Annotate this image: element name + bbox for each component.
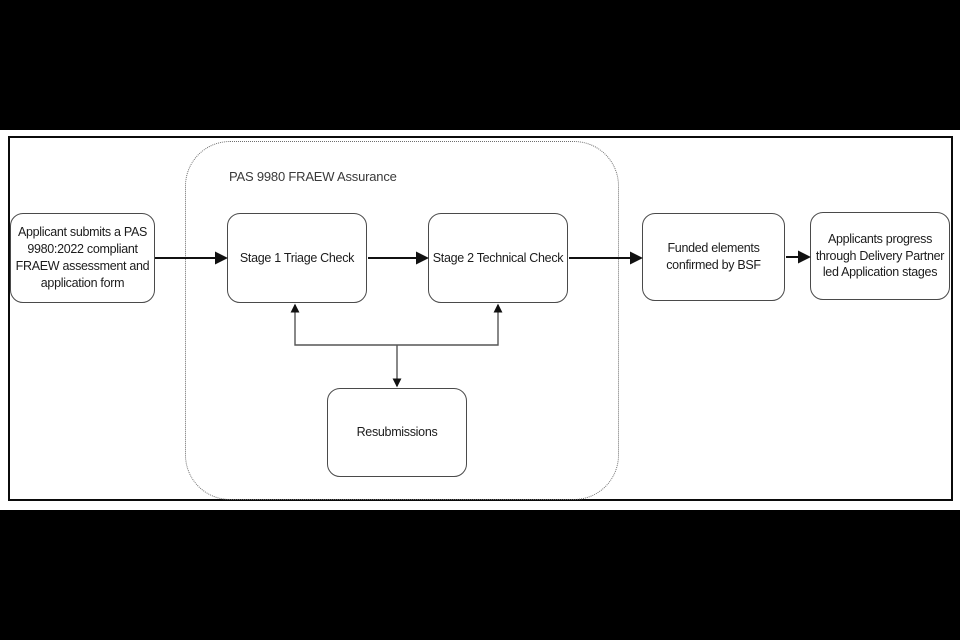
assurance-container-label: PAS 9980 FRAEW Assurance <box>229 169 397 184</box>
node-resubmissions-label: Resubmissions <box>356 425 438 440</box>
node-stage1-triage-check: Stage 1 Triage Check <box>227 213 367 303</box>
node-applicants-progress: Applicants progress through Delivery Par… <box>810 212 950 300</box>
assurance-dashed-container <box>185 141 619 500</box>
letterbox-bottom <box>0 510 960 640</box>
node-stage2-technical-check: Stage 2 Technical Check <box>428 213 568 303</box>
node-funded-elements: Funded elements confirmed by BSF <box>642 213 785 301</box>
node-applicant-submits: Applicant submits a PAS 9980:2022 compli… <box>10 213 155 303</box>
node-resubmissions: Resubmissions <box>327 388 467 477</box>
node-stage2-label: Stage 2 Technical Check <box>432 250 564 265</box>
node-progress-label: Applicants progress through Delivery Par… <box>815 231 945 280</box>
letterbox-top <box>0 0 960 130</box>
node-stage1-label: Stage 1 Triage Check <box>239 250 355 265</box>
node-funded-label: Funded elements confirmed by BSF <box>666 241 761 272</box>
node-applicant-label: Applicant submits a PAS 9980:2022 compli… <box>15 225 150 290</box>
